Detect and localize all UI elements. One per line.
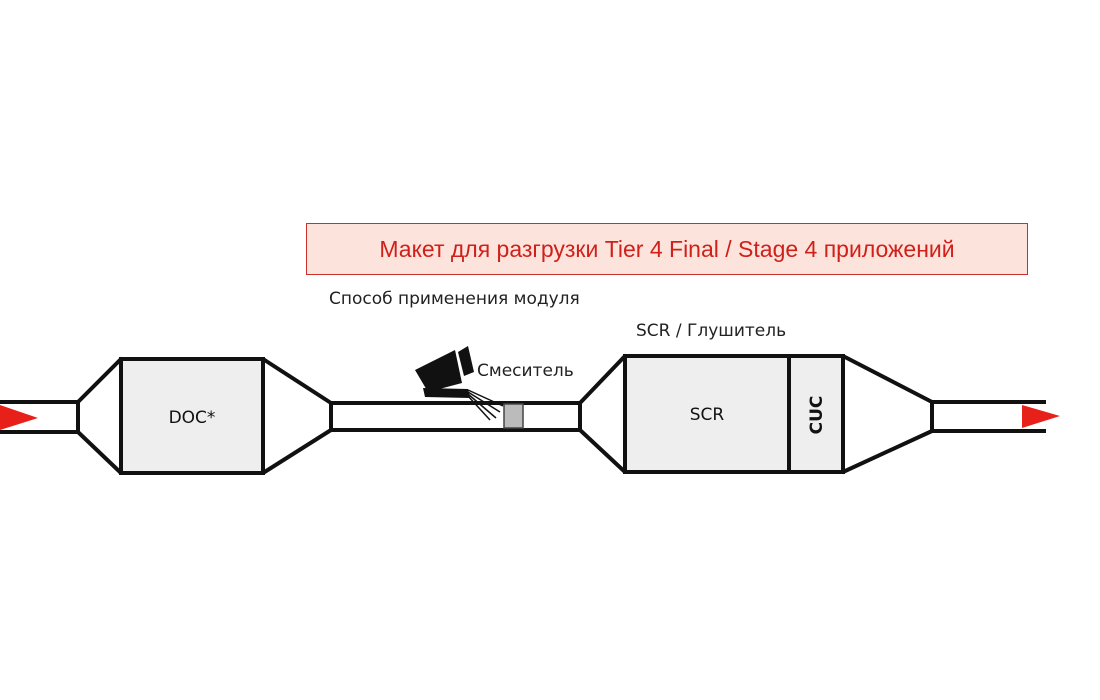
scr-box	[623, 354, 791, 474]
diagram-title: Макет для разгрузки Tier 4 Final / Stage…	[306, 223, 1028, 275]
dosing-injector-icon	[415, 346, 504, 421]
doc-box	[119, 357, 265, 475]
inlet-flow-arrow-icon	[0, 405, 38, 430]
inlet-pipe	[0, 400, 78, 434]
middle-pipe	[331, 401, 580, 432]
cuc-label: CUC	[807, 396, 827, 435]
outlet-flow-arrow-icon	[1022, 405, 1060, 428]
mixer-block	[503, 403, 524, 429]
mixer-label: Смеситель	[477, 361, 574, 381]
scr-label: SCR	[690, 405, 725, 425]
outlet-pipe	[932, 400, 1046, 433]
diagram-subtitle: Способ применения модуля	[329, 289, 580, 309]
doc-label: DOC*	[169, 408, 216, 428]
muffler-label: SCR / Глушитель	[636, 321, 787, 341]
cuc-box	[787, 354, 845, 474]
